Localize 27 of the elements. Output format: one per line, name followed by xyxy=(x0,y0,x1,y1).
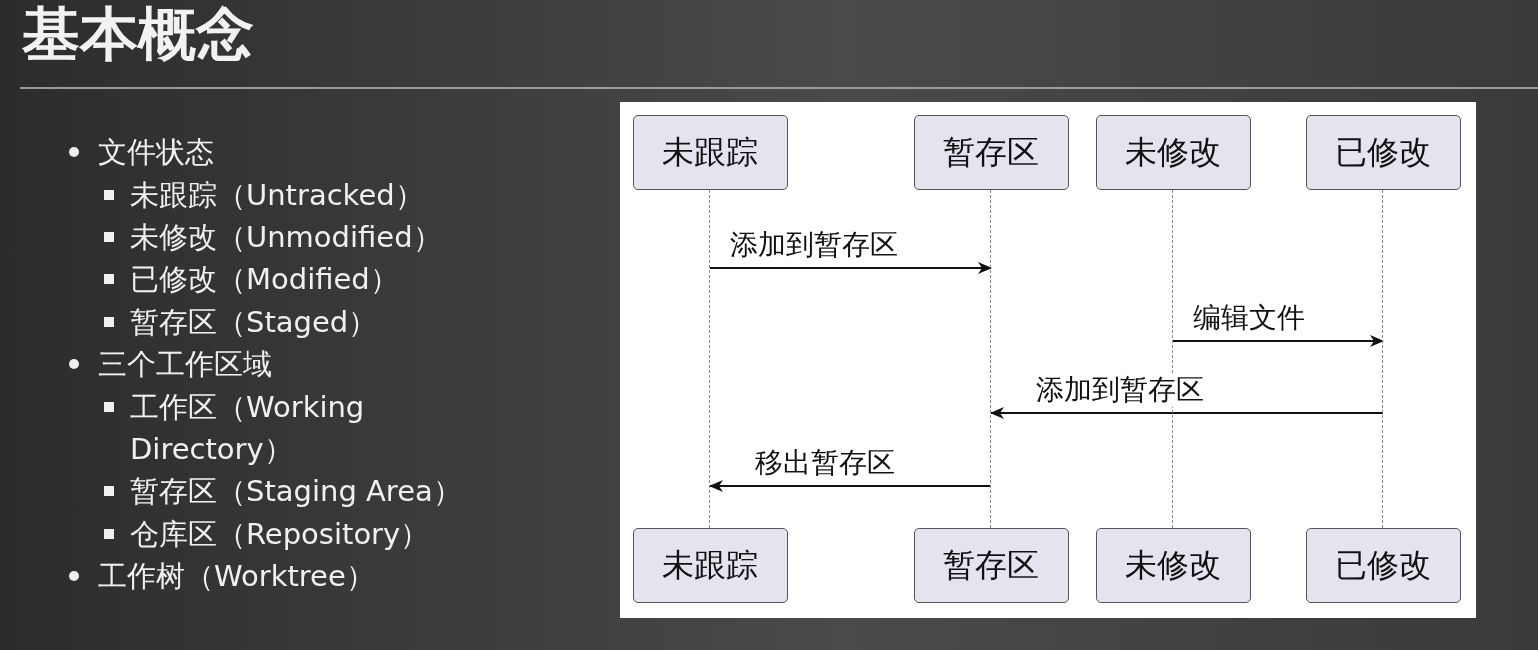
list-subitem: 未跟踪（Untracked） xyxy=(130,177,425,214)
lifeline xyxy=(990,190,991,528)
list-subitem: 已修改（Modified） xyxy=(130,261,400,298)
list-item: 文件状态 xyxy=(98,134,214,171)
list-subitem: 仓库区（Repository） xyxy=(130,516,431,553)
list-item: 工作树（Worktree） xyxy=(98,558,375,595)
participant-box: 已修改 xyxy=(1305,115,1461,190)
message-arrow xyxy=(709,480,992,492)
edge-label: 添加到暂存区 xyxy=(1036,373,1204,407)
participant-box: 暂存区 xyxy=(913,115,1069,190)
list-subitem: 暂存区（Staging Area） xyxy=(130,473,463,510)
list-item: 三个工作区域 xyxy=(98,346,272,383)
list-subitem: 暂存区（Staged） xyxy=(130,304,379,341)
participant-box: 已修改 xyxy=(1305,528,1461,603)
participant-box: 未修改 xyxy=(1095,115,1251,190)
list-subitem: 工作区（Working Directory） xyxy=(130,389,366,468)
slide-title: 基本概念 xyxy=(22,0,254,70)
participant-box: 未跟踪 xyxy=(632,115,788,190)
participant-box: 未修改 xyxy=(1095,528,1251,603)
message-arrow xyxy=(709,262,992,274)
list-subitem: 未修改（Unmodified） xyxy=(130,219,443,256)
message-arrow xyxy=(990,407,1384,419)
participant-box: 未跟踪 xyxy=(632,528,788,603)
message-arrow xyxy=(1172,335,1384,347)
participant-box: 暂存区 xyxy=(913,528,1069,603)
lifeline xyxy=(1382,190,1383,528)
lifeline xyxy=(709,190,710,528)
